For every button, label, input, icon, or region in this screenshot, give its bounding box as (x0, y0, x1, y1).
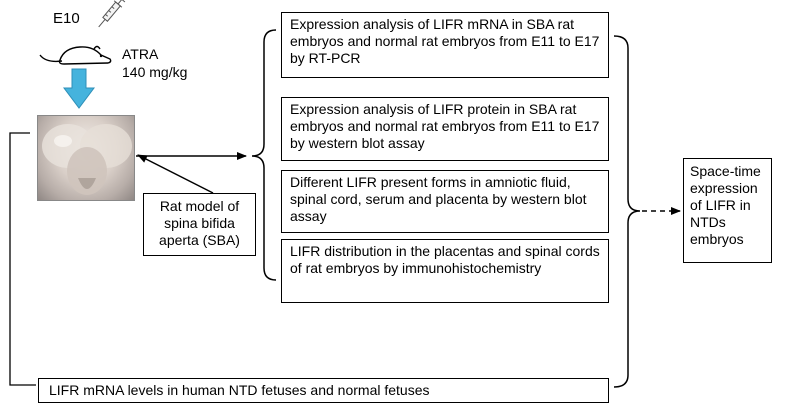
drug-label: ATRA (122, 46, 159, 62)
rat-icon (39, 45, 112, 65)
results-right-bracket (613, 35, 641, 388)
result-text: Space-time expression of LIFR in NTDs em… (690, 163, 761, 247)
experiments-left-bracket (251, 29, 277, 281)
day-label: E10 (53, 10, 80, 27)
embryo-image (37, 115, 135, 201)
experiment-box-1: Expression analysis of LIFR mRNA in SBA … (281, 12, 609, 78)
embryo-shape (42, 124, 132, 195)
human-study-text: LIFR mRNA levels in human NTD fetuses an… (49, 382, 430, 398)
model-label: Rat model of spina bifida aperta (SBA) (159, 198, 240, 248)
human-study-box: LIFR mRNA levels in human NTD fetuses an… (38, 378, 609, 403)
experiment-box-2: Expression analysis of LIFR protein in S… (281, 97, 609, 161)
model-box: Rat model of spina bifida aperta (SBA) (143, 193, 256, 256)
model-to-embryo-arrow (137, 154, 214, 194)
result-box: Space-time expression of LIFR in NTDs em… (683, 158, 772, 263)
experiment-box-3: Different LIFR present forms in amniotic… (281, 170, 609, 233)
experiment-text-2: Expression analysis of LIFR protein in S… (290, 101, 600, 151)
down-arrow-icon (63, 68, 95, 109)
experiment-text-1: Expression analysis of LIFR mRNA in SBA … (290, 16, 600, 66)
human-study-bracket (9, 132, 36, 386)
experiment-text-3: Different LIFR present forms in amniotic… (290, 174, 587, 224)
syringe-icon (98, 0, 126, 28)
experiment-text-4: LIFR distribution in the placentas and s… (290, 243, 600, 276)
experiment-box-4: LIFR distribution in the placentas and s… (281, 239, 609, 303)
dose-label: 140 mg/kg (122, 64, 188, 80)
